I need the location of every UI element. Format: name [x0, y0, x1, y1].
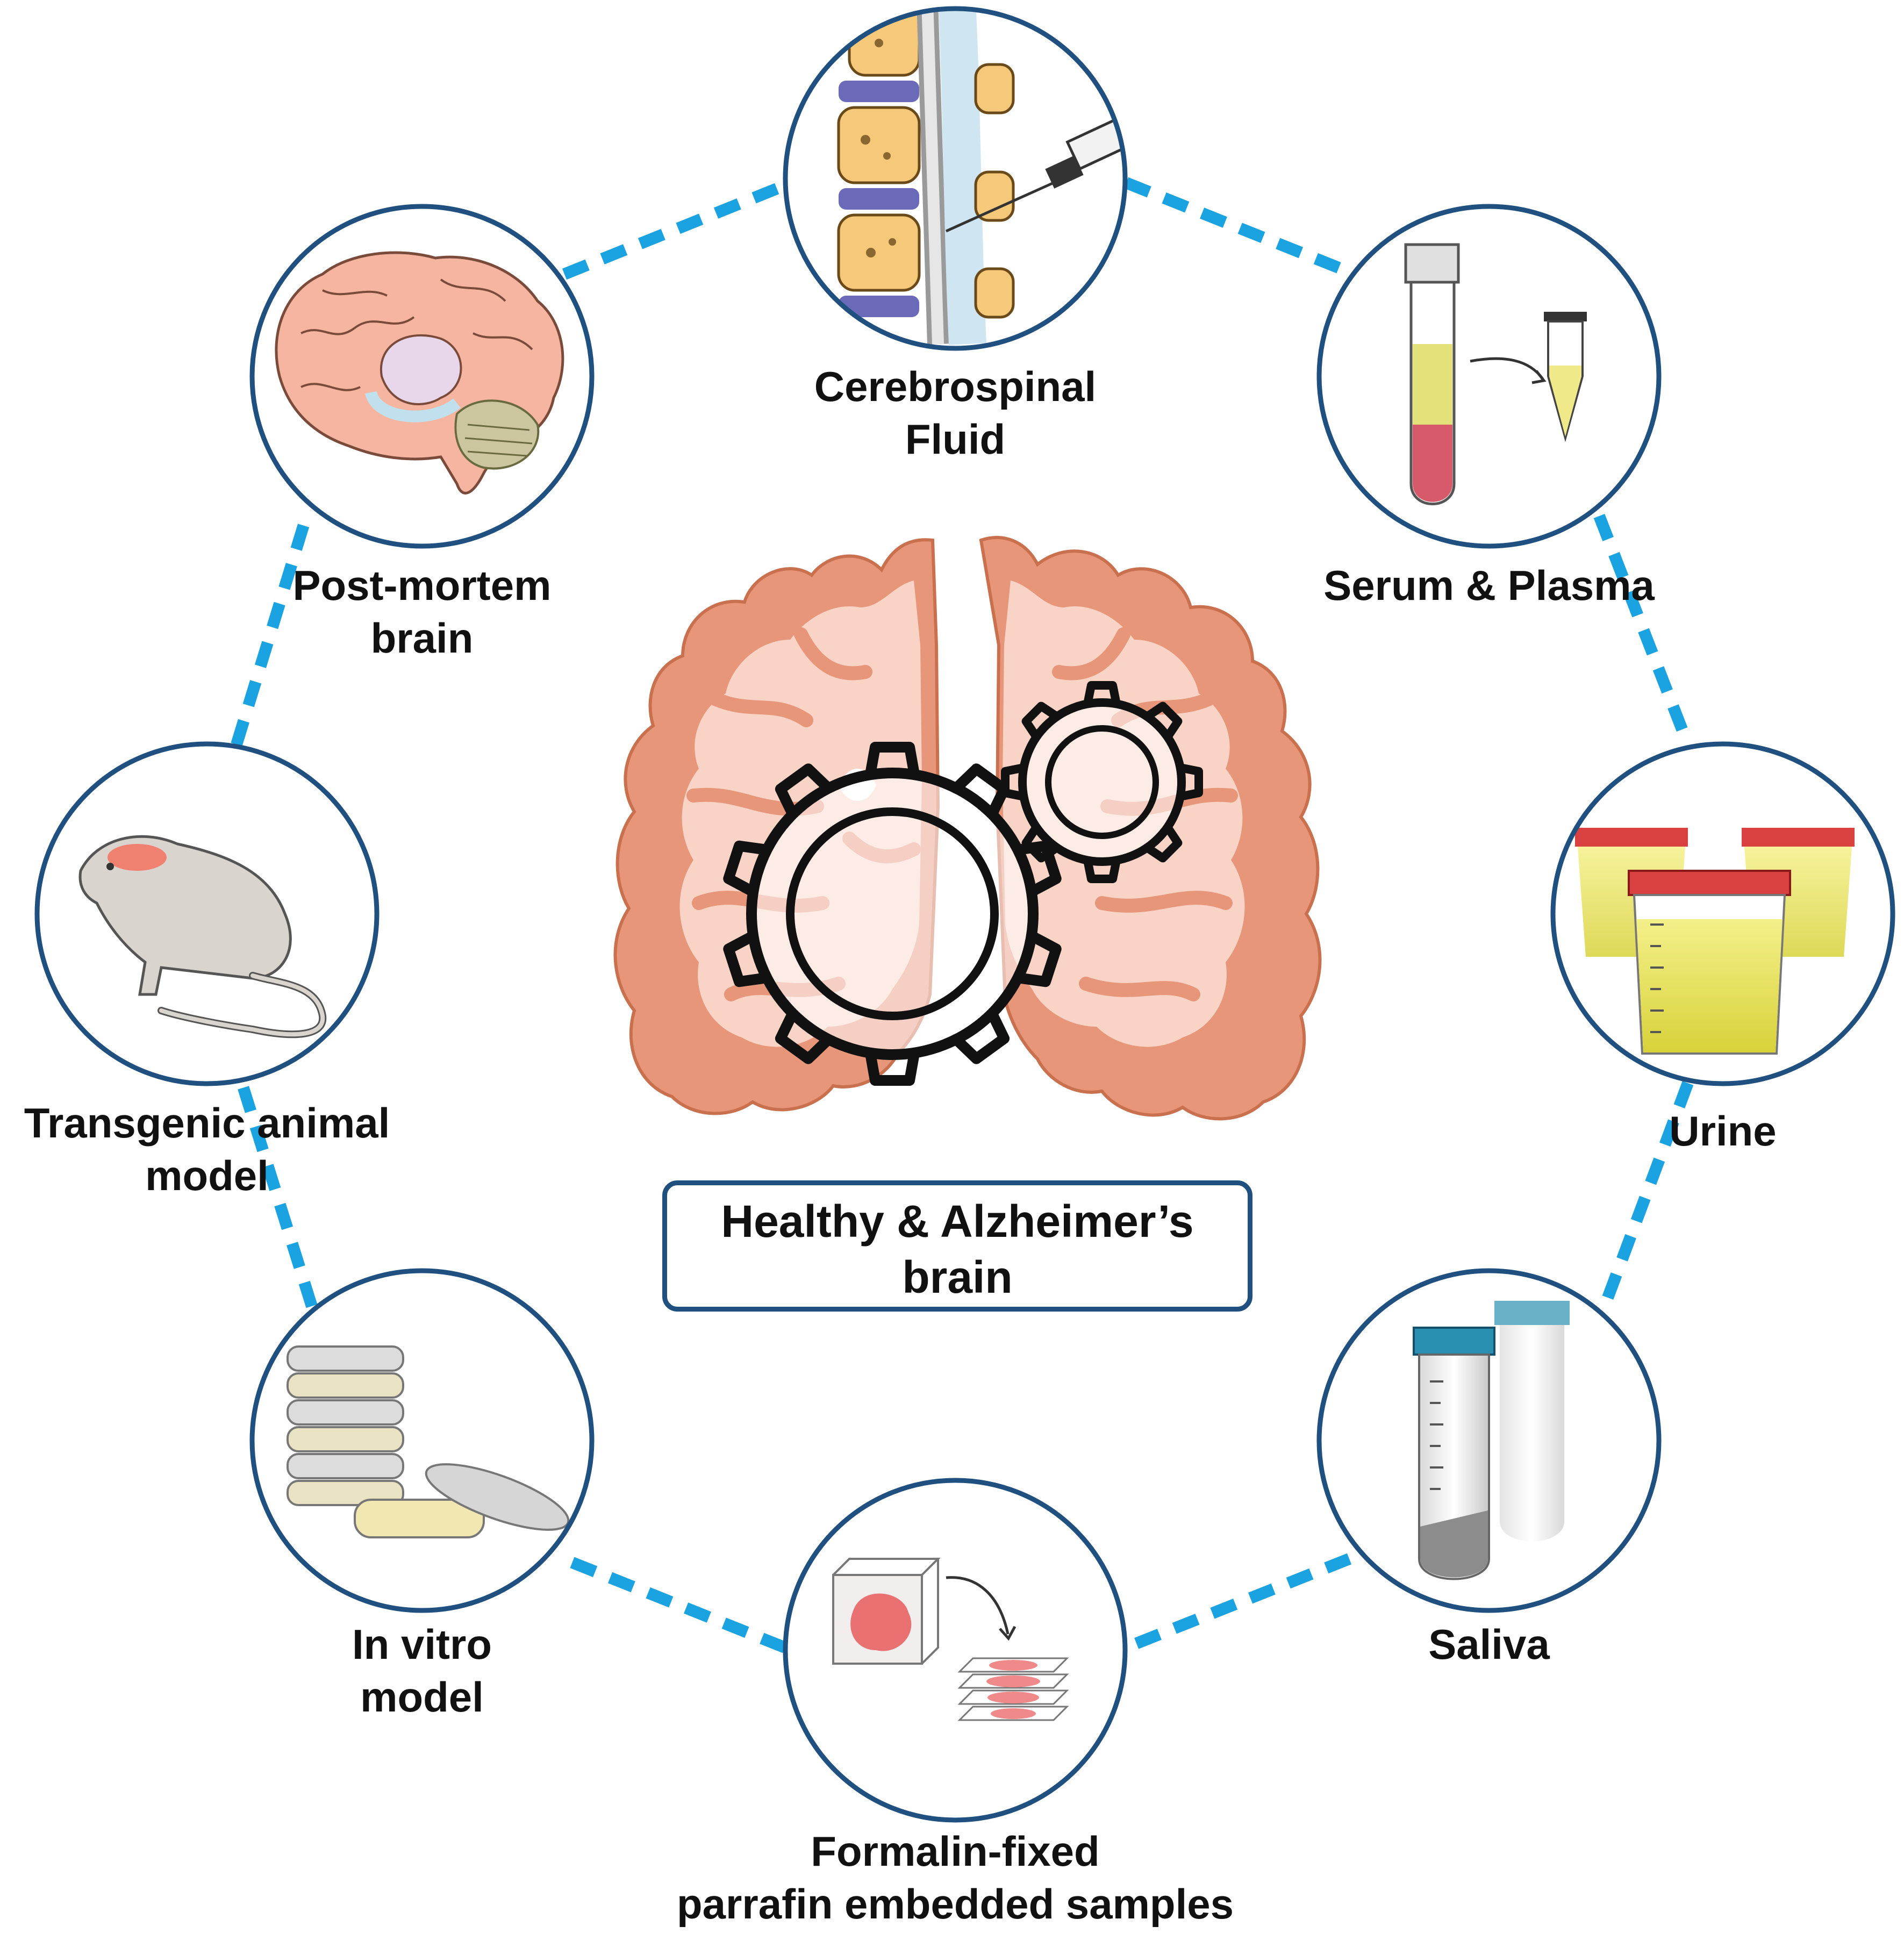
brain-icon: [275, 251, 564, 495]
petri-dish-icon: [287, 1345, 570, 1538]
label-transgenic-line2: model: [145, 1152, 269, 1199]
label-saliva-line1: Saliva: [1428, 1621, 1550, 1668]
mouse-icon: [78, 835, 327, 1039]
center-label-line2: brain: [902, 1252, 1013, 1302]
saliva-node: [1316, 1268, 1662, 1613]
postmortem-node: [249, 204, 595, 549]
connector-saliva-ffpe: [1123, 1553, 1352, 1653]
tissue-block-icon: [832, 1558, 1069, 1721]
center-label-line1: Healthy & Alzheimer’s: [721, 1196, 1194, 1247]
label-ffpe-line1: Formalin-fixed: [811, 1828, 1100, 1875]
urine-node: [1550, 741, 1895, 1086]
transgenic-node: [34, 741, 380, 1086]
connector-csf-serum: [1123, 177, 1344, 275]
label-csf: Cerebrospinal Fluid: [740, 360, 1170, 465]
gear-small-icon: [1001, 681, 1203, 883]
connector-postmortem-csf: [562, 180, 788, 280]
spine-needle-icon: [837, 9, 1125, 345]
label-postmortem-line1: Post-mortem: [292, 562, 552, 609]
saliva-tubes-icon: [1413, 1301, 1570, 1580]
serum-node: [1316, 204, 1662, 549]
label-saliva: Saliva: [1328, 1618, 1650, 1671]
label-serum: Serum & Plasma: [1274, 559, 1704, 612]
label-transgenic: Transgenic animal model: [3, 1097, 411, 1202]
label-postmortem: Post-mortem brain: [234, 559, 610, 664]
label-urine-line1: Urine: [1669, 1107, 1777, 1155]
label-serum-line1: Serum & Plasma: [1323, 562, 1655, 609]
label-postmortem-line2: brain: [370, 614, 474, 662]
connector-serum-urine: [1593, 514, 1694, 747]
center-label: Healthy & Alzheimer’s brain: [662, 1193, 1252, 1305]
ffpe-node: [783, 1478, 1128, 1823]
blood-tube-icon: [1404, 243, 1587, 505]
label-invitro: In vitro model: [261, 1618, 583, 1723]
invitro-node: [249, 1268, 595, 1613]
label-transgenic-line1: Transgenic animal: [24, 1099, 390, 1147]
center-label-box: [662, 1180, 1252, 1312]
label-invitro-line2: model: [360, 1673, 484, 1721]
label-ffpe-line2: parrafin embedded samples: [676, 1880, 1234, 1928]
label-invitro-line1: In vitro: [352, 1621, 492, 1668]
label-ffpe: Formalin-fixed parrafin embedded samples: [633, 1825, 1278, 1930]
connector-ffpe-invitro: [567, 1556, 788, 1653]
gear-large-icon: [723, 742, 1062, 1086]
label-csf-line1: Cerebrospinal: [814, 363, 1097, 410]
label-urine: Urine: [1562, 1105, 1884, 1157]
label-csf-line2: Fluid: [905, 416, 1006, 463]
csf-node: [783, 6, 1128, 351]
urine-cups-icon: [1575, 828, 1855, 1055]
